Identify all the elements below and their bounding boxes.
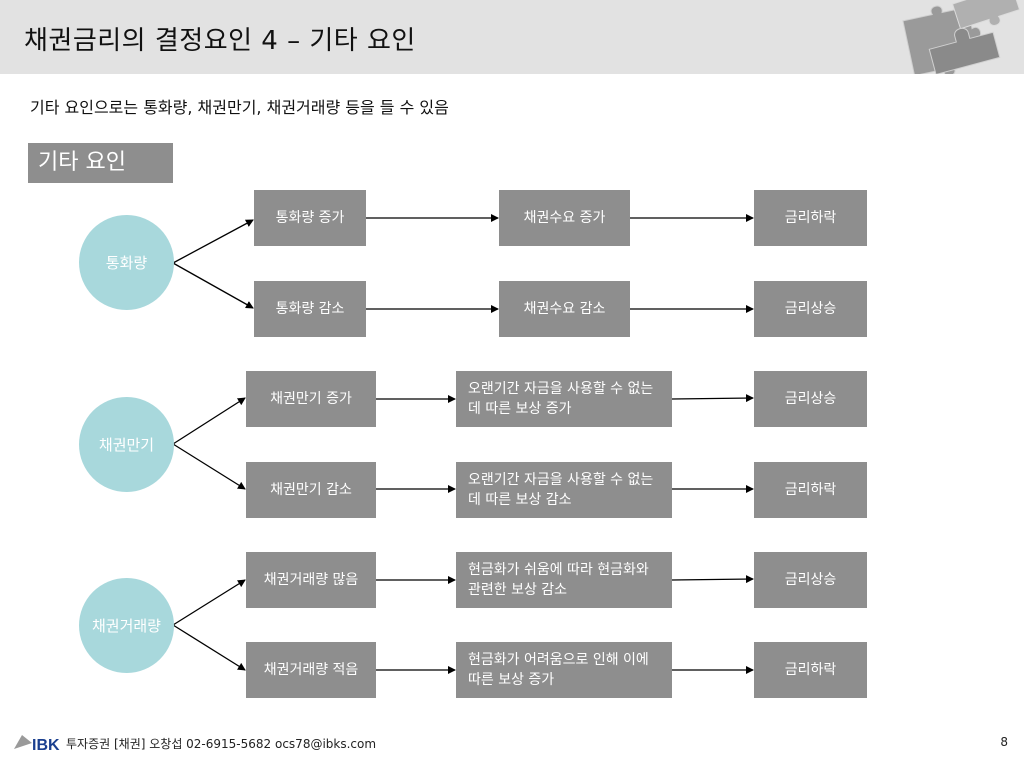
branch-arrow xyxy=(172,219,254,264)
result-box: 금리하락 xyxy=(754,190,867,246)
branch-arrow xyxy=(172,397,246,445)
flow-arrow xyxy=(671,575,754,584)
subtitle-text: 기타 요인으로는 통화량, 채권만기, 채권거래량 등을 들 수 있음 xyxy=(30,98,449,117)
factor-circle-bond-maturity: 채권만기 xyxy=(79,397,174,492)
branch-arrow xyxy=(172,443,246,490)
cause-box: 통화량 증가 xyxy=(254,190,366,246)
puzzle-pieces-icon xyxy=(902,0,1021,74)
cause-box: 채권거래량 적음 xyxy=(246,642,376,698)
title-bar: 채권금리의 결정요인 4 – 기타 요인 xyxy=(0,0,1024,74)
effect-box: 오랜기간 자금을 사용할 수 없는 데 따른 보상 감소 xyxy=(456,462,672,518)
logo-text: IBK xyxy=(32,737,60,754)
footer-text: 투자증권 [채권] 오창섭 02-6915-5682 ocs78@ibks.co… xyxy=(66,737,377,751)
cause-box: 채권만기 감소 xyxy=(246,462,376,518)
effect-box: 채권수요 증가 xyxy=(499,190,630,246)
page-title: 채권금리의 결정요인 4 – 기타 요인 xyxy=(24,26,416,56)
effect-box: 현금화가 어려움으로 인해 이에 따른 보상 증가 xyxy=(456,642,672,698)
branch-arrow xyxy=(172,579,246,626)
cause-box: 채권만기 증가 xyxy=(246,371,376,427)
page-number: 8 xyxy=(1000,735,1008,749)
effect-box: 오랜기간 자금을 사용할 수 없는 데 따른 보상 증가 xyxy=(456,371,672,427)
branch-arrow xyxy=(172,262,254,309)
factor-circle-trading-volume: 채권거래량 xyxy=(79,578,174,673)
result-box: 금리상승 xyxy=(754,371,867,427)
result-box: 금리상승 xyxy=(754,281,867,337)
result-box: 금리상승 xyxy=(754,552,867,608)
result-box: 금리하락 xyxy=(754,642,867,698)
cause-box: 채권거래량 많음 xyxy=(246,552,376,608)
flow-arrow xyxy=(671,394,754,403)
branch-arrow xyxy=(172,624,246,671)
ibk-logo-icon: IBK xyxy=(14,735,60,754)
factor-circle-money-supply: 통화량 xyxy=(79,215,174,310)
effect-box: 현금화가 쉬움에 따라 현금화와 관련한 보상 감소 xyxy=(456,552,672,608)
effect-box: 채권수요 감소 xyxy=(499,281,630,337)
cause-box: 통화량 감소 xyxy=(254,281,366,337)
result-box: 금리하락 xyxy=(754,462,867,518)
section-label: 기타 요인 xyxy=(28,143,173,183)
